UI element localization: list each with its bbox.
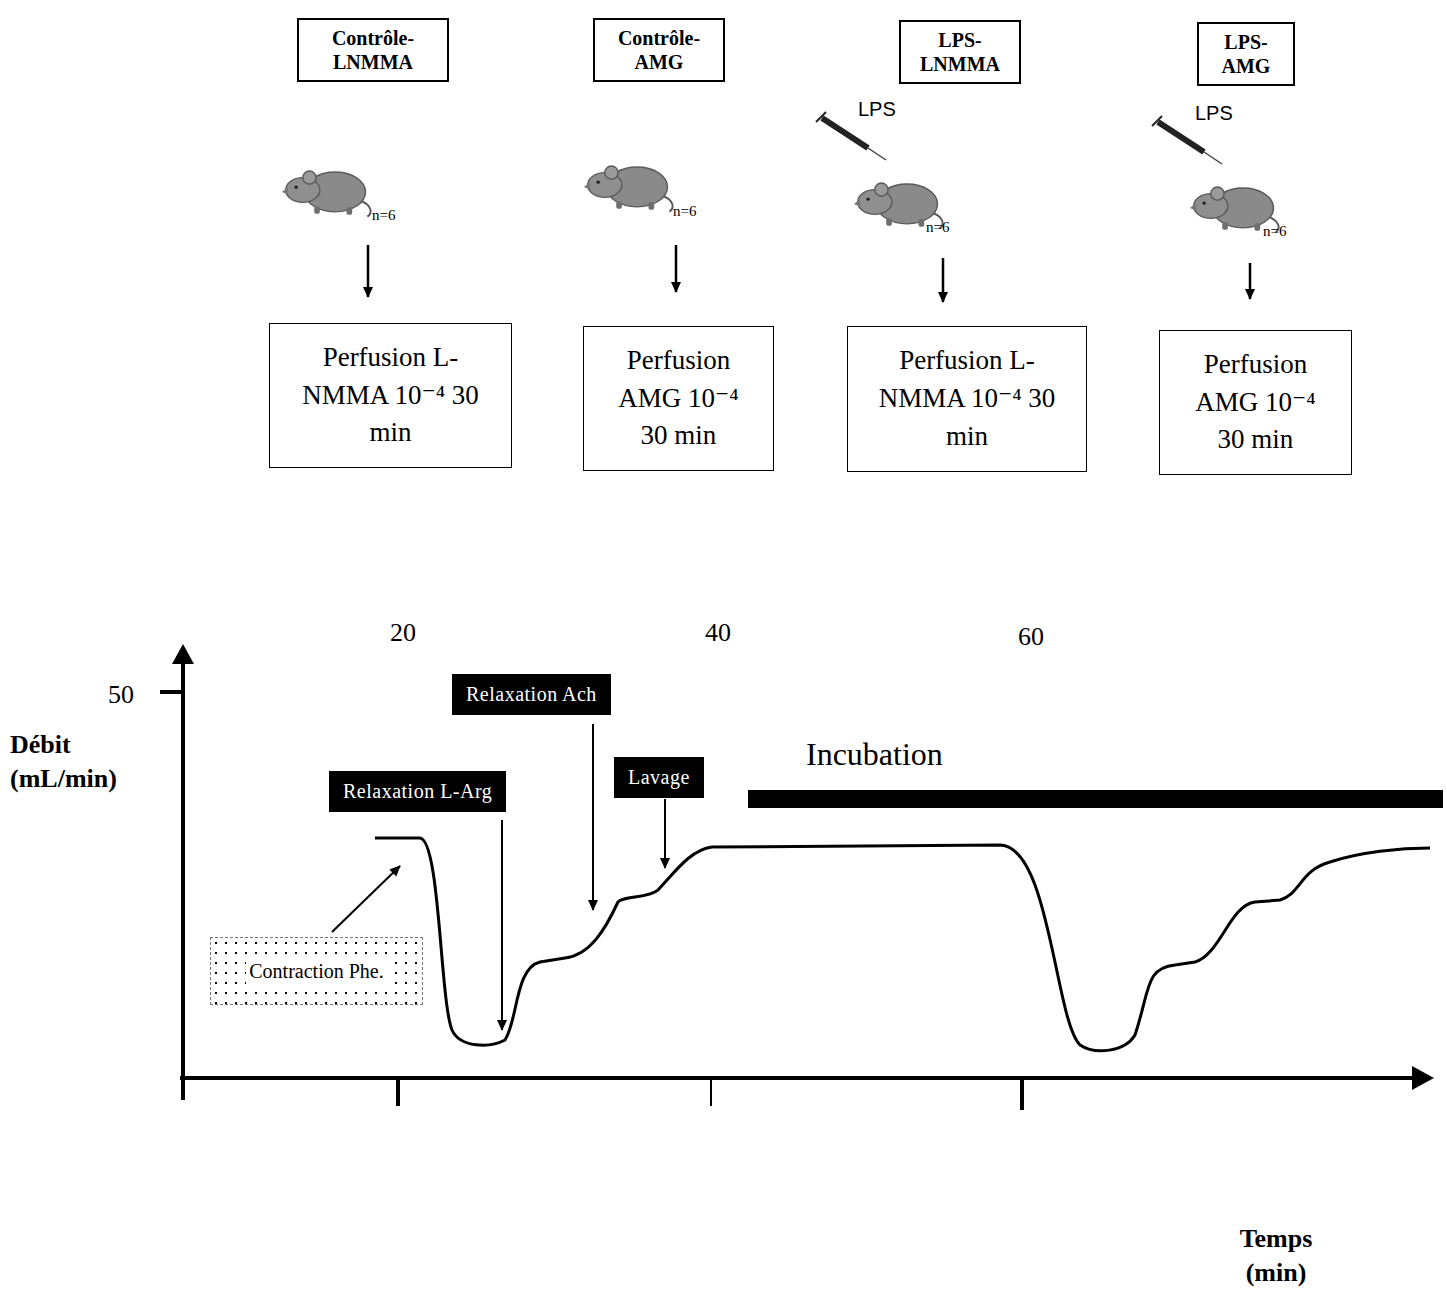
box-text: Relaxation Ach (466, 683, 597, 706)
group-header: Contrôle- AMG (593, 18, 725, 82)
box-text: Contrôle- LNMMA (308, 26, 438, 74)
phase-label: Incubation (806, 734, 943, 776)
group-header: LPS- AMG (1197, 22, 1295, 86)
box-text: Perfusion AMG 10⁻⁴ 30 min (1179, 346, 1333, 459)
time-value: 40 (705, 616, 731, 650)
time-value: 60 (1018, 620, 1044, 654)
perfusion-box: Perfusion L-NMMA 10⁻⁴ 30 min (269, 323, 512, 468)
step-label-box: Lavage (614, 757, 704, 798)
group-header: Contrôle- LNMMA (297, 18, 449, 82)
sample-size: n=6 (372, 206, 395, 226)
box-text: Contraction Phe. (246, 959, 386, 984)
step-label-box: Relaxation L-Arg (329, 771, 506, 812)
axis-title: Débit (mL/min) (10, 728, 135, 796)
time-value: 20 (390, 616, 416, 650)
sample-size: n=6 (673, 202, 696, 222)
rat-icon (282, 171, 371, 217)
injection-label: LPS (1195, 100, 1233, 126)
box-text: Perfusion L-NMMA 10⁻⁴ 30 min (866, 342, 1068, 455)
axis-arrowhead (1412, 1066, 1434, 1090)
axis-value: 50 (108, 678, 134, 712)
incubation-bar (748, 790, 1443, 808)
box-text: Relaxation L-Arg (343, 780, 492, 803)
box-text: Perfusion AMG 10⁻⁴ 30 min (603, 342, 755, 455)
down-arrows (368, 245, 1250, 302)
flow-curve (375, 838, 1430, 1051)
sample-size: n=6 (926, 218, 949, 238)
sample-size: n=6 (1263, 222, 1286, 242)
contraction-box: Contraction Phe. (210, 937, 423, 1005)
box-text: Contrôle- AMG (604, 26, 714, 74)
rat-icon (584, 166, 673, 212)
perfusion-box: Perfusion AMG 10⁻⁴ 30 min (1159, 330, 1352, 475)
axis-arrowhead (172, 644, 194, 664)
step-label-box: Relaxation Ach (452, 674, 611, 715)
group-header: LPS- LNMMA (899, 20, 1021, 84)
injection-label: LPS (858, 96, 896, 122)
perfusion-box: Perfusion AMG 10⁻⁴ 30 min (583, 326, 774, 471)
box-text: LPS- AMG (1208, 30, 1284, 78)
box-text: Perfusion L-NMMA 10⁻⁴ 30 min (288, 339, 493, 452)
axis-title: Temps (min) (1222, 1222, 1330, 1290)
chart-axes (160, 662, 1414, 1110)
box-text: LPS- LNMMA (910, 28, 1010, 76)
perfusion-box: Perfusion L-NMMA 10⁻⁴ 30 min (847, 326, 1087, 472)
box-text: Lavage (628, 766, 690, 789)
